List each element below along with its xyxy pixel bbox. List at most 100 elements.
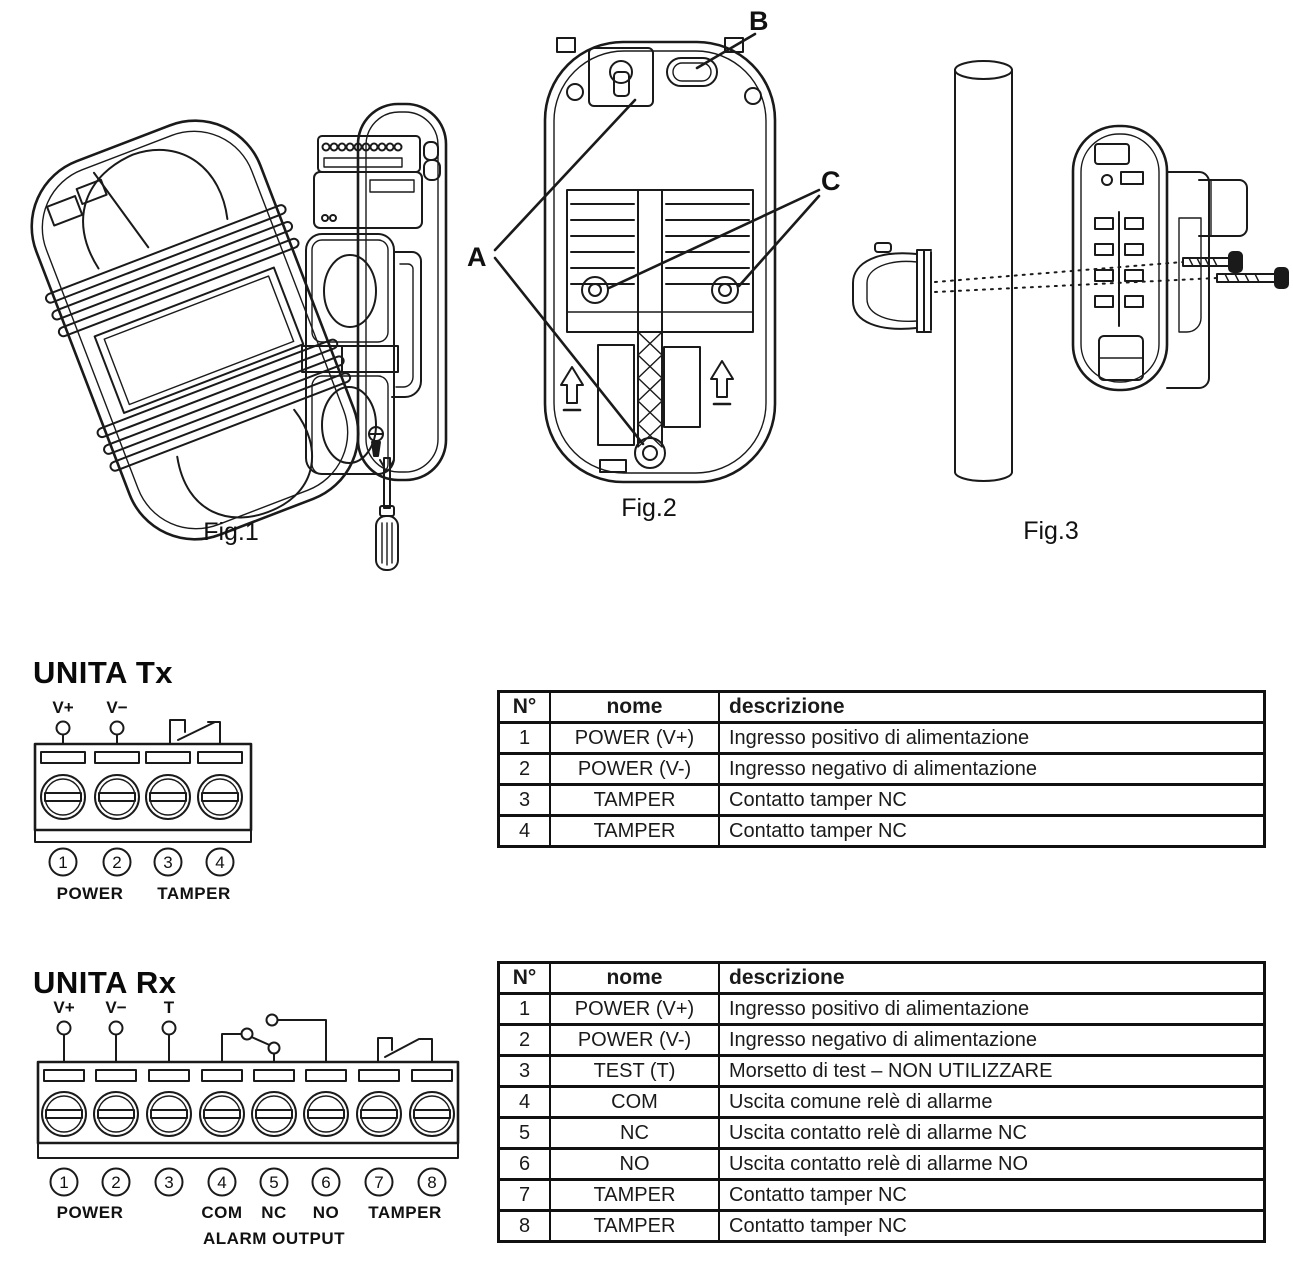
mounting-pole — [954, 60, 1013, 482]
table-cell: 3 — [497, 1054, 551, 1088]
table-cell: Ingresso negativo di alimentazione — [718, 752, 1266, 786]
tx-vplus-label: V+ — [52, 698, 73, 717]
rx-terminal-numbers — [49, 1167, 447, 1197]
alignment-dotted-lines — [934, 261, 1218, 293]
table-cell: Uscita contatto relè di allarme NC — [718, 1116, 1266, 1150]
rx-terminal-number: 4 — [217, 1173, 226, 1192]
rx-vplus-label: V+ — [53, 998, 74, 1017]
column-header: descrizione — [718, 690, 1266, 724]
table-cell: TAMPER — [549, 783, 720, 817]
tx-terminal-number: 3 — [163, 853, 172, 872]
fig2-caption: Fig.2 — [621, 494, 677, 522]
tx-vminus-label: V− — [106, 698, 127, 717]
tx-power-pins — [55, 720, 125, 745]
table-cell: POWER (V-) — [549, 752, 720, 786]
table-cell: 2 — [497, 1023, 551, 1057]
detector-body — [301, 102, 448, 482]
table-cell: Contatto tamper NC — [718, 783, 1266, 817]
rx-terminal-number: 6 — [321, 1173, 330, 1192]
screw-hole-right — [711, 276, 739, 304]
screw-terminal — [356, 1091, 402, 1137]
rx-power-group-label: POWER — [57, 1203, 124, 1222]
rx-power-pins — [56, 1020, 177, 1063]
table-cell: 1 — [497, 992, 551, 1026]
rx-terminal-number: 8 — [427, 1173, 436, 1192]
tx-power-group-label: POWER — [57, 884, 124, 903]
lens-assembly — [301, 233, 399, 475]
fig3-caption: Fig.3 — [1023, 517, 1079, 545]
table-cell: Ingresso negativo di alimentazione — [718, 1023, 1266, 1057]
table-cell: Ingresso positivo di alimentazione — [718, 721, 1266, 755]
screwdriver — [375, 457, 399, 571]
rx-tamper-group-label: TAMPER — [368, 1203, 442, 1222]
crosshatch-column — [637, 331, 663, 448]
rx-no-label: NO — [313, 1203, 340, 1222]
table-cell: Contatto tamper NC — [718, 1209, 1266, 1243]
rx-terminal-number: 7 — [374, 1173, 383, 1192]
tx-terminal-number: 4 — [215, 853, 224, 872]
dip-connector — [423, 141, 441, 181]
callout-c-label: C — [821, 166, 841, 196]
tx-terminal-block — [33, 742, 253, 843]
table-cell: Contatto tamper NC — [718, 1178, 1266, 1212]
fig1-detector-exploded-drawing — [30, 102, 448, 571]
rx-terminal-diagram: V+ V− T 1 2 3 4 5 6 7 8 POWER COM NC NO … — [36, 998, 460, 1248]
column-header: descrizione — [718, 961, 1266, 995]
table-cell: 1 — [497, 721, 551, 755]
column-header: nome — [549, 961, 720, 995]
table-cell: Contatto tamper NC — [718, 814, 1266, 848]
screw-terminal — [197, 774, 243, 820]
tx-terminal-number: 2 — [112, 853, 121, 872]
column-header: N° — [497, 961, 551, 995]
tx-tamper-group-label: TAMPER — [157, 884, 231, 903]
screw-terminal — [146, 1091, 192, 1137]
table-cell: TEST (T) — [549, 1054, 720, 1088]
screw-terminal — [409, 1091, 455, 1137]
knockout-panel — [566, 189, 754, 333]
rx-test-label: T — [164, 998, 175, 1017]
callout-a-label: A — [467, 242, 487, 272]
fixing-screw — [368, 426, 384, 457]
rx-vminus-label: V− — [105, 998, 126, 1017]
detector-side-view — [1071, 124, 1248, 392]
column-header: N° — [497, 690, 551, 724]
tx-section-title: UNITA Tx — [33, 655, 174, 690]
belt-clip — [391, 251, 422, 398]
rx-terminal-number: 2 — [111, 1173, 120, 1192]
table-cell: Uscita comune relè di allarme — [718, 1085, 1266, 1119]
table-cell: TAMPER — [549, 1178, 720, 1212]
table-cell: 4 — [497, 1085, 551, 1119]
rx-nc-label: NC — [261, 1203, 287, 1222]
table-cell: Morsetto di test – NON UTILIZZARE — [718, 1054, 1266, 1088]
table-cell: POWER (V+) — [549, 992, 720, 1026]
fig2-backplate-drawing: A B C — [467, 6, 841, 484]
table-cell: Ingresso positivo di alimentazione — [718, 992, 1266, 1026]
table-cell: TAMPER — [549, 1209, 720, 1243]
rx-com-label: COM — [201, 1203, 242, 1222]
rx-terminal-number: 3 — [164, 1173, 173, 1192]
table-cell: NC — [549, 1116, 720, 1150]
screw-terminal — [93, 1091, 139, 1137]
screw-terminal — [251, 1091, 297, 1137]
table-cell: 5 — [497, 1116, 551, 1150]
up-arrow-right — [710, 360, 734, 406]
tamper-switch-symbol — [169, 719, 221, 745]
up-arrow-left — [560, 366, 584, 412]
table-cell: 8 — [497, 1209, 551, 1243]
detector-front-cover — [30, 119, 360, 541]
table-cell: Uscita contatto relè di allarme NO — [718, 1147, 1266, 1181]
screw-terminal — [94, 774, 140, 820]
rx-alarm-output-label: ALARM OUTPUT — [203, 1229, 345, 1248]
cable-slot — [666, 57, 718, 87]
hang-tab — [588, 47, 654, 107]
